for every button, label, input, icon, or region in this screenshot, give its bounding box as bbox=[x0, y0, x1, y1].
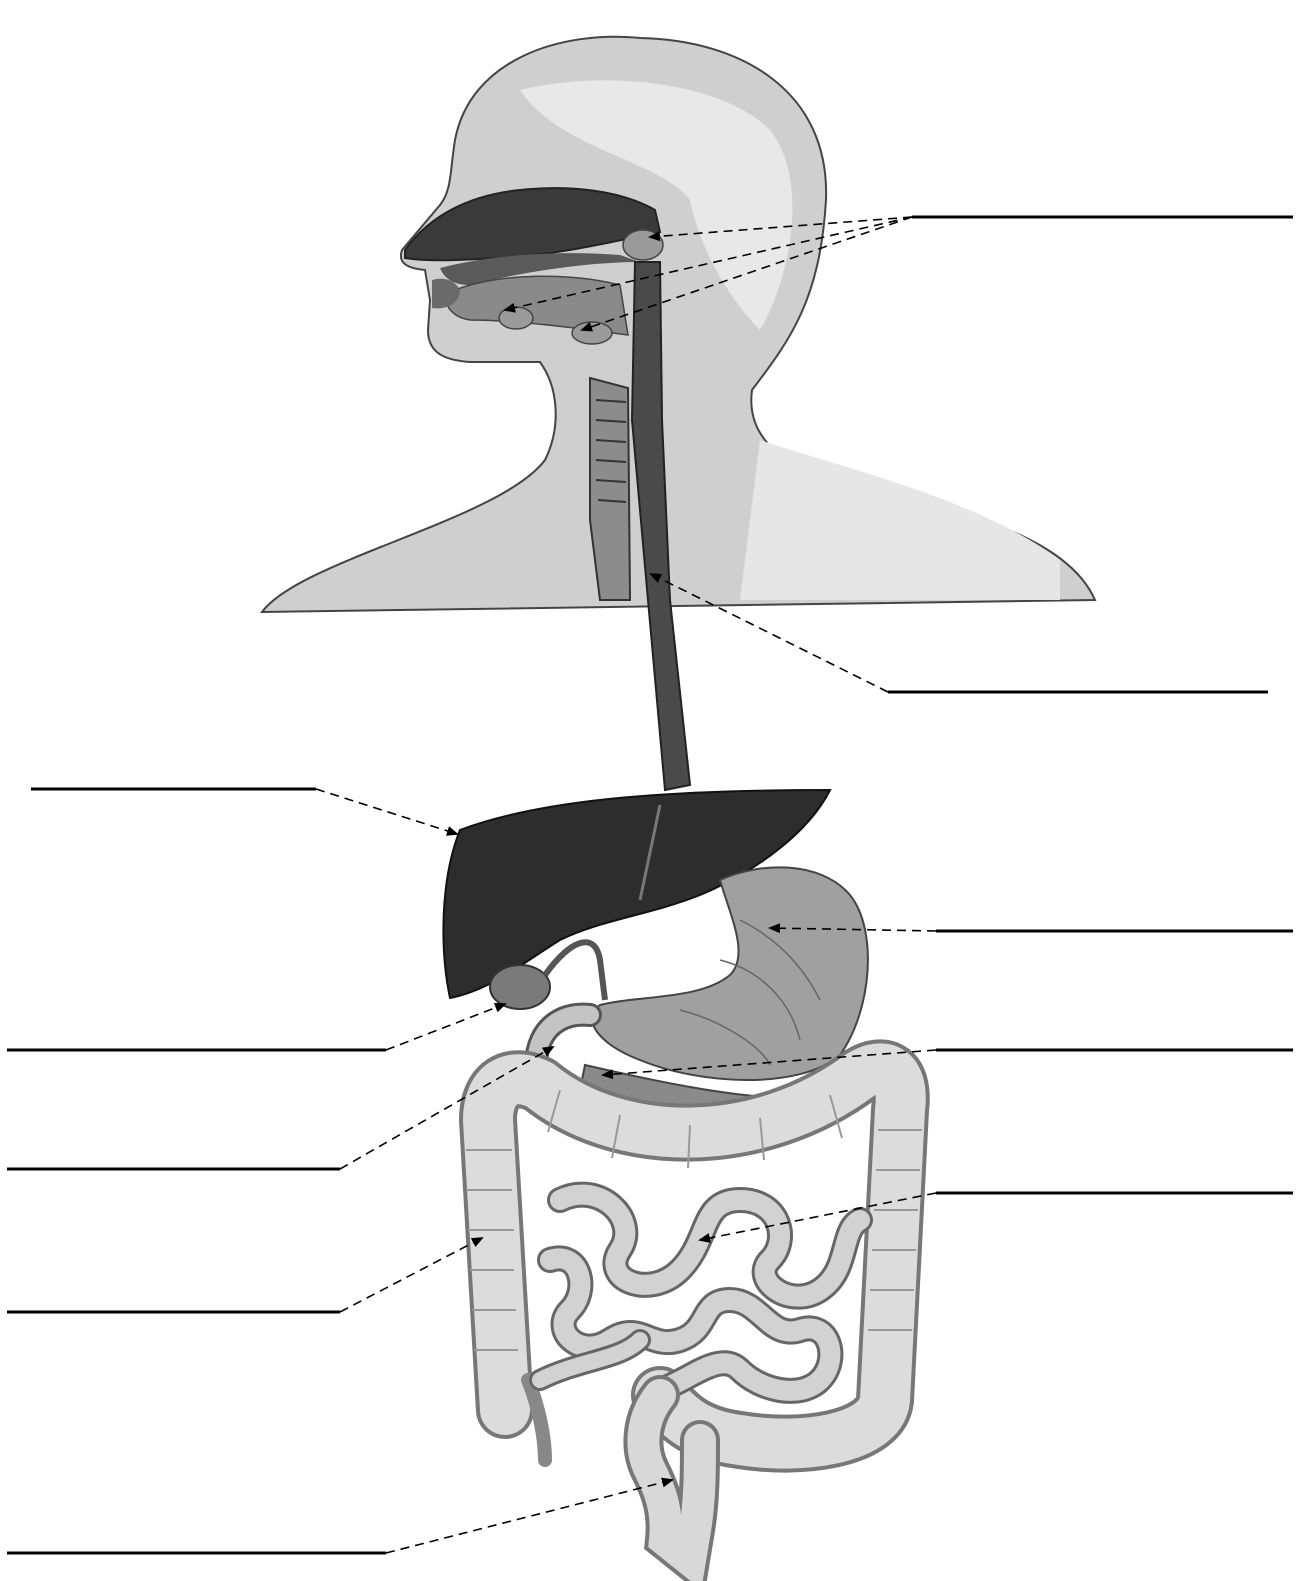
small-intestine-organ bbox=[540, 1195, 860, 1391]
leader-large-intestine bbox=[340, 1238, 482, 1312]
bile-duct bbox=[545, 942, 605, 1000]
submandibular-gland bbox=[572, 322, 612, 344]
sublingual-gland bbox=[499, 307, 533, 329]
leader-rectum bbox=[386, 1480, 672, 1553]
body-silhouette bbox=[262, 37, 1095, 612]
gallbladder-organ bbox=[490, 965, 550, 1009]
leader-gallbladder bbox=[386, 1004, 505, 1050]
trachea bbox=[590, 378, 630, 600]
leader-liver bbox=[316, 789, 457, 834]
parotid-gland bbox=[623, 230, 663, 260]
shoulder-highlight bbox=[740, 440, 1060, 600]
